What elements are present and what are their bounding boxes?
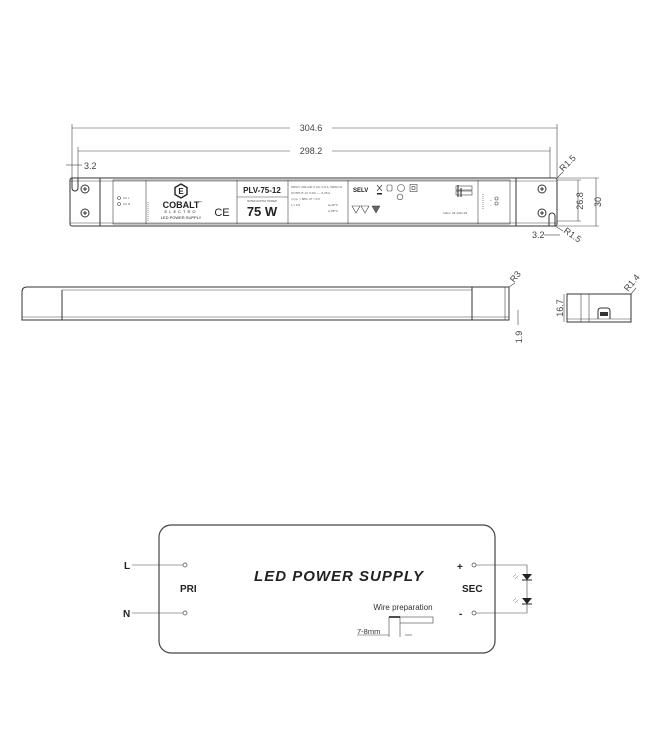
side-view: R3 1.9	[21, 269, 524, 344]
input-l-label: L	[124, 561, 130, 572]
svg-text:COBALT: COBALT	[163, 200, 200, 210]
svg-text:OUTPUT: 12 V DC ---- 6.25 A: OUTPUT: 12 V DC ---- 6.25 A	[291, 191, 330, 195]
led-diode-icon	[512, 597, 532, 605]
ce-mark: CE	[214, 207, 229, 219]
cobalt-logo: E COBALT ™ ELECTRO	[163, 183, 202, 214]
svg-text:RATED OUTPUT POWER: RATED OUTPUT POWER	[247, 200, 277, 203]
overall-length-label: 304.6	[300, 123, 323, 133]
svg-text:+: +	[490, 198, 492, 202]
certification-icon	[396, 193, 404, 201]
terminal-n	[182, 610, 188, 616]
wiring-diagram: L N PRI LED POWER SUPPLY + SEC - Wire pr…	[123, 524, 532, 654]
svg-text:tc 85°C: tc 85°C	[328, 209, 339, 213]
top-view: 304.6 298.2 3.2 AC L AC N	[66, 122, 603, 245]
selv-mark: SELV	[353, 188, 368, 194]
corner-radius-bottom-label: R1.5	[562, 225, 583, 244]
housing-top	[69, 177, 558, 227]
product-line-label: LED POWER SUPPLY	[161, 215, 202, 220]
rated-power: 75 W	[247, 204, 278, 219]
housing-side	[21, 286, 510, 321]
slot-width-right-label: 3.2	[532, 230, 545, 240]
svg-text:ta 40°C: ta 40°C	[328, 203, 339, 207]
product-label	[112, 179, 511, 225]
end-radius-label: R1.4	[622, 272, 642, 293]
mounting-slot-left	[71, 178, 79, 192]
certification-icon	[397, 184, 405, 192]
housing-end	[566, 293, 632, 323]
height-label: 16.7	[555, 299, 565, 317]
svg-text:INPUT: 200-240 V AC, 0.6 A, 50: INPUT: 200-240 V AC, 0.6 A, 50/60 Hz	[291, 185, 343, 189]
svg-text:ELECTRO: ELECTRO	[165, 209, 198, 214]
input-n-label: N	[123, 609, 130, 620]
svg-text:λ = 0.9: λ = 0.9	[291, 203, 300, 207]
svg-text:-: -	[490, 203, 491, 207]
diagram-title: LED POWER SUPPLY	[254, 568, 425, 585]
secondary-label: SEC	[462, 584, 483, 595]
terminal-opening	[597, 307, 611, 319]
slot-width-left-label: 3.2	[84, 161, 97, 171]
terminal-l	[182, 562, 188, 568]
primary-label: PRI	[180, 584, 197, 595]
temperature-mark-icon	[371, 205, 381, 214]
end-view: 16.7 R1.4	[555, 272, 642, 323]
side-radius-label: R3	[508, 269, 523, 284]
svg-text:™: ™	[199, 200, 202, 204]
svg-text:E: E	[178, 187, 184, 196]
wiring-schematic-icon	[455, 185, 473, 197]
screw-icon	[80, 208, 90, 218]
svg-text:AC L: AC L	[123, 196, 130, 200]
mounting-slot-right	[548, 212, 556, 226]
base-thickness-label: 1.9	[514, 331, 524, 344]
power-supply-box	[158, 524, 496, 654]
screw-icon	[537, 184, 547, 194]
temperature-mark-icon	[351, 205, 370, 214]
overall-width-label: 30	[593, 197, 603, 207]
screw-icon	[537, 208, 547, 218]
strip-length-label: 7-8mm	[357, 627, 380, 636]
terminal-minus	[471, 610, 477, 616]
plus-label: +	[457, 562, 463, 573]
waste-bin-icon	[376, 184, 383, 195]
mount-height-label: 26.8	[575, 192, 585, 210]
screw-icon	[80, 184, 90, 194]
model-number: PLV-75-12	[243, 186, 281, 195]
certification-icon	[386, 184, 393, 192]
svg-text:η typ. > 88%, Pf > 0.5: η typ. > 88%, Pf > 0.5	[291, 197, 320, 201]
class-ii-icon	[409, 184, 418, 192]
minus-label: -	[459, 609, 462, 620]
led-diode-icon	[512, 573, 532, 581]
svg-text:AC N: AC N	[123, 202, 130, 206]
corner-radius-top-label: R1.5	[557, 153, 578, 174]
mount-length-label: 298.2	[300, 146, 323, 156]
index-number: Index: 23-1311-29	[443, 211, 467, 215]
terminal-plus	[471, 562, 477, 568]
wire-preparation-label: Wire preparation	[373, 603, 432, 612]
